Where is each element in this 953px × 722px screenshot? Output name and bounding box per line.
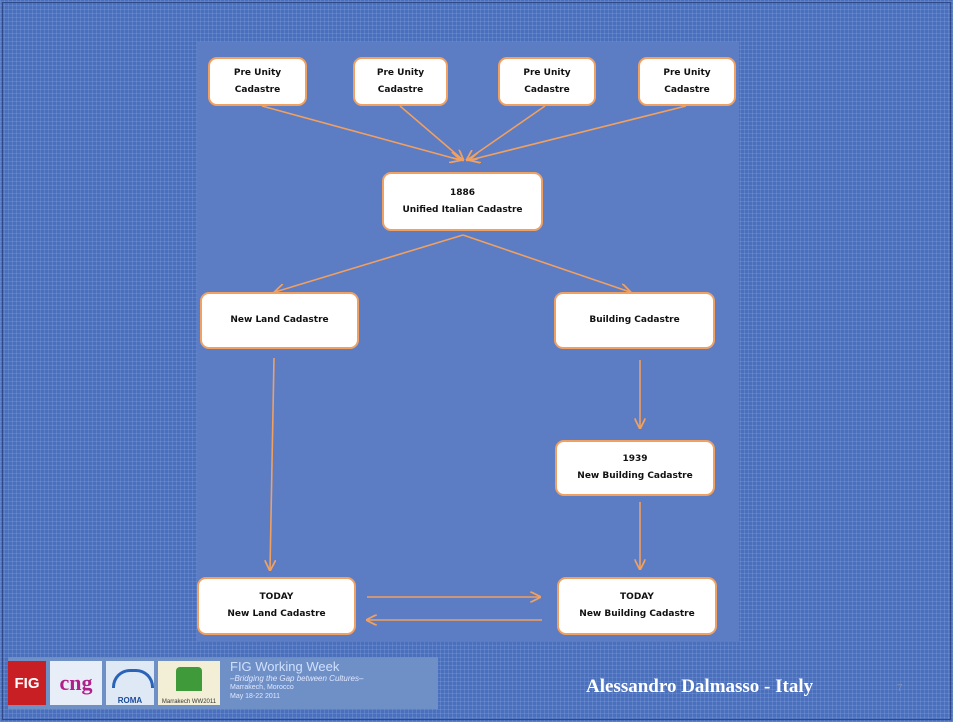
today-new-land-cadastre-box: TODAY New Land Cadastre	[197, 577, 356, 635]
banner-date: May 18-22 2011	[230, 693, 281, 700]
node-label-today: TODAY	[259, 592, 294, 602]
node-line: Cadastre	[234, 84, 281, 95]
node-label-today: TODAY	[620, 592, 654, 602]
marrakech-logo: Marrakech WW2011	[158, 661, 220, 705]
node-line: New Land Cadastre	[227, 609, 326, 619]
fig-logo-text: FIG	[14, 674, 40, 692]
node-line: New Building Cadastre	[577, 471, 693, 481]
arrow-unified-to-new-land	[275, 234, 464, 292]
fig-logo: FIG	[8, 661, 46, 705]
arrow-pre-unity-1-to-unified	[261, 105, 460, 160]
cng-logo-text: cng	[59, 670, 93, 695]
arrow-pre-unity-4-to-unified	[470, 105, 687, 160]
node-line: Pre Unity	[233, 67, 282, 78]
banner-title: FIG Working Week	[230, 659, 340, 674]
node-line: Building Cadastre	[589, 315, 680, 325]
fig-working-week-banner: FIG cng ROMA Marrakech WW2011 FIG Workin…	[8, 657, 438, 709]
banner-place: Marrakech, Morocco	[230, 684, 294, 691]
cng-logo: cng	[50, 661, 102, 705]
node-line: Unified Italian Cadastre	[402, 204, 523, 215]
today-new-building-cadastre-box: TODAY New Building Cadastre	[557, 577, 717, 635]
node-line: New Building Cadastre	[579, 609, 695, 619]
roma-logo: ROMA	[106, 661, 154, 705]
marrakech-logo-text: Marrakech WW2011	[161, 699, 217, 705]
node-year: 1939	[622, 454, 648, 464]
node-line: Pre Unity	[523, 67, 571, 78]
node-line: New Land Cadastre	[230, 315, 329, 325]
node-line: Cadastre	[524, 84, 570, 95]
unified-italian-cadastre-box: 1886 Unified Italian Cadastre	[382, 172, 543, 231]
author-name: Alessandro Dalmasso - Italy	[586, 676, 814, 697]
banner-text: FIG Working Week –Bridging the Gap betwe…	[230, 659, 363, 701]
pre-unity-cadastre-box-2: Pre Unity Cadastre	[353, 57, 448, 106]
banner-subtitle: –Bridging the Gap between Cultures–	[230, 674, 364, 683]
arrow-pre-unity-3-to-unified	[467, 105, 546, 160]
node-line: Pre Unity	[376, 67, 425, 78]
node-line: Pre Unity	[663, 67, 711, 78]
page-number: 7	[897, 683, 903, 694]
node-line: Cadastre	[664, 84, 710, 95]
new-building-cadastre-1939-box: 1939 New Building Cadastre	[555, 440, 715, 496]
arrow-pre-unity-2-to-unified	[399, 105, 463, 160]
node-year: 1886	[449, 187, 476, 198]
node-line: Cadastre	[377, 84, 424, 95]
roma-logo-text: ROMA	[117, 696, 143, 705]
pre-unity-cadastre-box-4: Pre Unity Cadastre	[638, 57, 736, 106]
arrow-unified-to-building	[462, 234, 630, 292]
building-cadastre-box: Building Cadastre	[554, 292, 715, 349]
pre-unity-cadastre-box-1: Pre Unity Cadastre	[208, 57, 307, 106]
pre-unity-cadastre-box-3: Pre Unity Cadastre	[498, 57, 596, 106]
arrow-new-land-to-today-land	[270, 357, 274, 570]
new-land-cadastre-box: New Land Cadastre	[200, 292, 359, 349]
